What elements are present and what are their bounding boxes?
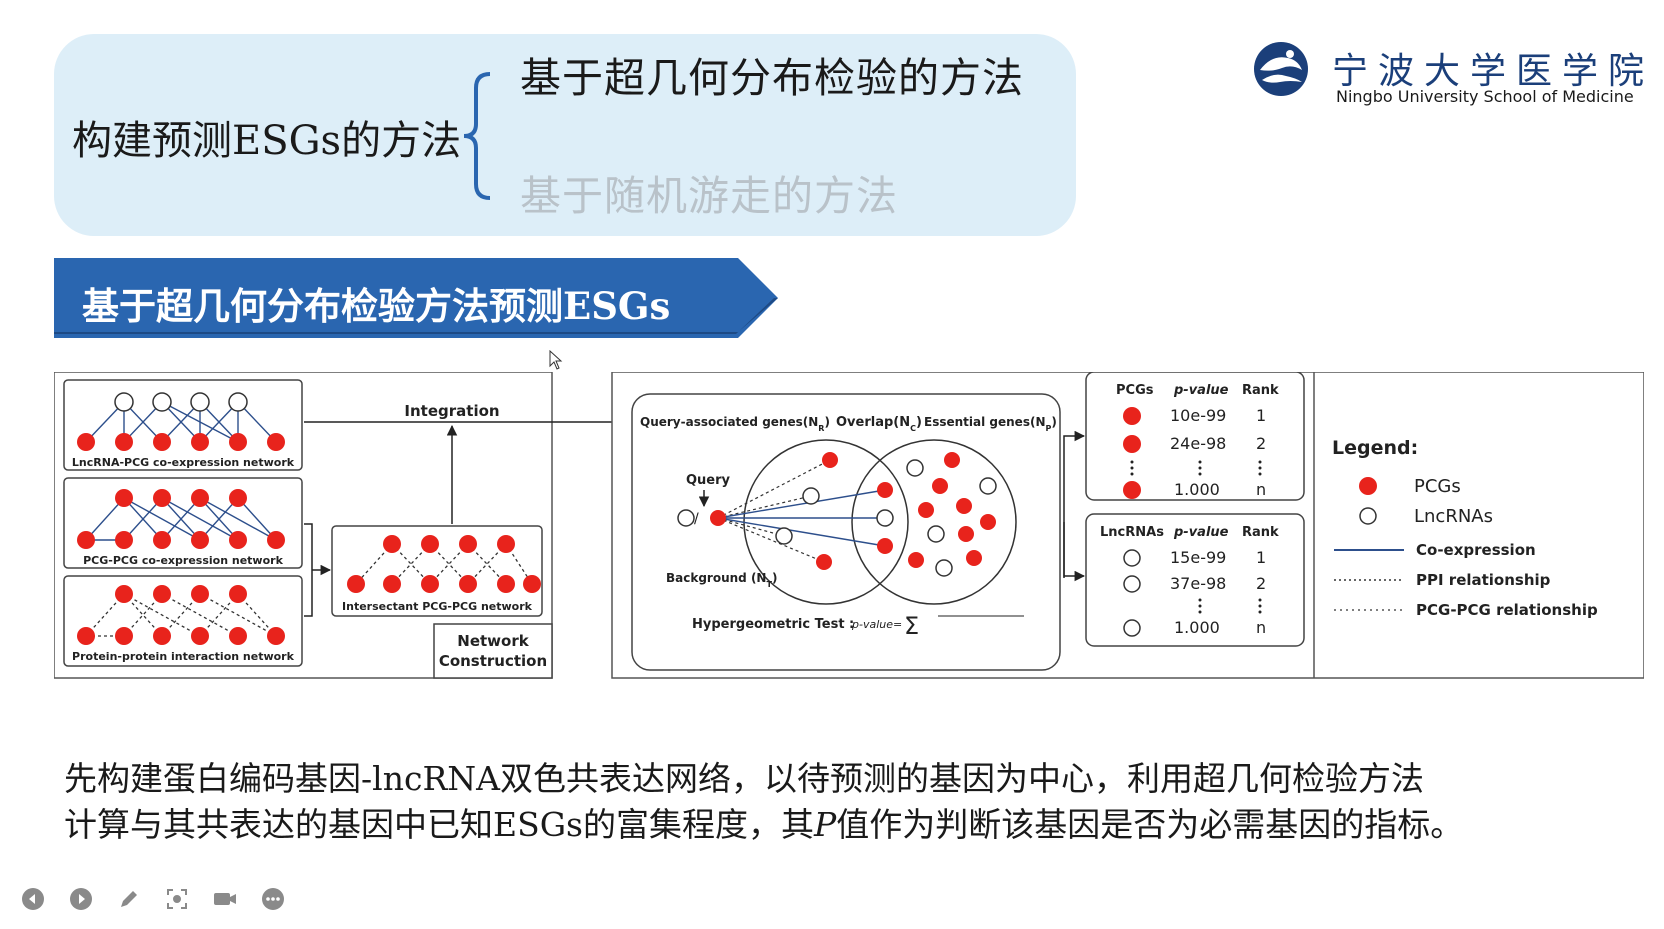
network-construction-label: Network: [457, 632, 529, 650]
svg-text:PPI relationship: PPI relationship: [1416, 571, 1551, 589]
svg-text:37e-98: 37e-98: [1170, 574, 1226, 593]
legend: Legend: PCGs LncRNAs Co-expression PPI r…: [1332, 437, 1598, 619]
integration-label: Integration: [404, 402, 499, 420]
svg-text:1.000: 1.000: [1174, 480, 1220, 499]
svg-text:Query-associated genes(NR): Query-associated genes(NR): [640, 415, 830, 433]
section-banner: [54, 258, 778, 338]
university-emblem-icon: [1254, 42, 1308, 96]
venn-diagram: Query-associated genes(NR) Overlap(NC) E…: [631, 393, 1061, 671]
svg-text:10e-99: 10e-99: [1170, 406, 1226, 425]
svg-text:1.000: 1.000: [1174, 618, 1220, 637]
logo-english-name: Ningbo University School of Medicine: [1336, 87, 1634, 106]
hypergeometric-label: Hypergeometric Test :: [692, 617, 854, 632]
svg-text:2: 2: [1256, 434, 1266, 453]
svg-text:n: n: [1256, 618, 1266, 637]
svg-text:1: 1: [1256, 406, 1266, 425]
network-label: LncRNA-PCG co-expression network: [72, 456, 295, 469]
svg-text:p-value: p-value: [1173, 525, 1229, 540]
pvalue-formula-label: p-value=: [851, 618, 902, 631]
network-label: Intersectant PCG-PCG network: [342, 600, 533, 613]
previous-icon[interactable]: [20, 886, 46, 912]
brace-icon: [463, 72, 491, 200]
svg-text:n: n: [1256, 480, 1266, 499]
ppi-network: Protein-protein interaction network: [63, 575, 303, 667]
svg-text:PCG-PCG relationship: PCG-PCG relationship: [1416, 601, 1598, 619]
svg-text:2: 2: [1256, 574, 1266, 593]
svg-text:15e-99: 15e-99: [1170, 548, 1226, 567]
svg-text:PCGs: PCGs: [1414, 476, 1461, 497]
camera-icon[interactable]: [212, 886, 238, 912]
logo-chinese-name: 宁波大学医学院: [1332, 51, 1655, 92]
method-hypergeometric: 基于超几何分布检验的方法: [520, 54, 1024, 102]
network-label: PCG-PCG co-expression network: [83, 554, 283, 567]
svg-text:LncRNAs: LncRNAs: [1100, 525, 1164, 540]
svg-text:/: /: [694, 511, 699, 527]
network-construction-label: Construction: [439, 652, 547, 670]
lncrna-pcg-network: LncRNA-PCG co-expression network: [63, 379, 303, 471]
svg-text:PCGs: PCGs: [1116, 383, 1154, 398]
methods-panel: [54, 34, 1076, 236]
query-label: Query: [686, 473, 731, 488]
pcg-ranking-table: PCGs p-value Rank 10e-99 24e-98 1.000 1 …: [1085, 372, 1305, 501]
screenshot-icon[interactable]: [164, 886, 190, 912]
pcg-pcg-network: PCG-PCG co-expression network: [63, 477, 303, 569]
mouse-cursor-icon: [549, 350, 563, 370]
svg-text:p-value: p-value: [1173, 383, 1229, 398]
svg-text:24e-98: 24e-98: [1170, 434, 1226, 453]
method-random-walk: 基于随机游走的方法: [520, 172, 898, 220]
svg-text:Overlap(NC): Overlap(NC): [836, 415, 922, 433]
svg-text:Background (NT): Background (NT): [666, 571, 777, 589]
svg-text:Σ: Σ: [904, 612, 919, 640]
svg-text:Rank: Rank: [1242, 383, 1279, 398]
section-banner-title: 基于超几何分布检验方法预测ESGs: [82, 284, 671, 328]
esg-prediction-diagram: LncRNA-PCG co-expression network PCG-PCG…: [54, 372, 1644, 679]
svg-text:Rank: Rank: [1242, 525, 1279, 540]
svg-text:Co-expression: Co-expression: [1416, 541, 1536, 559]
network-label: Protein-protein interaction network: [72, 650, 295, 663]
more-icon[interactable]: [260, 886, 286, 912]
body-line-1: 先构建蛋白编码基因-lncRNA双色共表达网络，以待预测的基因为中心，利用超几何…: [64, 759, 1424, 798]
intersectant-network: Intersectant PCG-PCG network: [331, 525, 543, 617]
presentation-toolbar: [20, 886, 286, 918]
svg-text:Legend:: Legend:: [1332, 437, 1418, 459]
body-line-2: 计算与其共表达的基因中已知ESGs的富集程度，其P值作为判断该基因是否为必需基因…: [64, 805, 1464, 844]
next-icon[interactable]: [68, 886, 94, 912]
hypergeometric-formula: Σ: [904, 612, 1024, 640]
lncrna-ranking-table: LncRNAs p-value Rank 15e-99 37e-98 1.000…: [1085, 513, 1305, 647]
pen-icon[interactable]: [116, 886, 142, 912]
svg-text:LncRNAs: LncRNAs: [1414, 506, 1493, 527]
svg-text:1: 1: [1256, 548, 1266, 567]
body-paragraph: 先构建蛋白编码基因-lncRNA双色共表达网络，以待预测的基因为中心，利用超几何…: [64, 756, 1463, 848]
main-title: 构建预测ESGs的方法: [72, 118, 462, 164]
svg-text:Essential genes(NP): Essential genes(NP): [924, 415, 1057, 433]
